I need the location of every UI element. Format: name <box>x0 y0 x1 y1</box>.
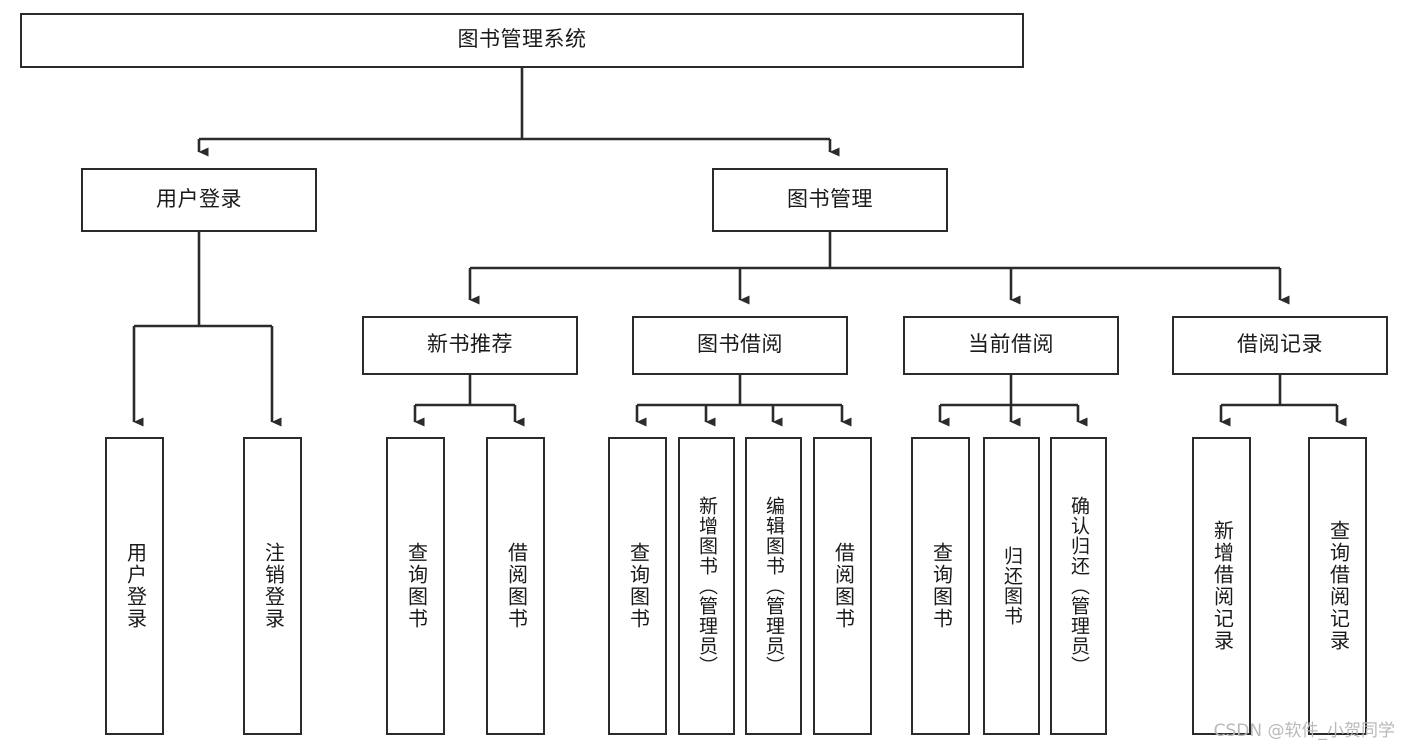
leaf-add-borrow-record-label: 新增借阅记录 <box>1210 520 1233 652</box>
leaf-user-login[interactable]: 用户登录 <box>105 437 164 735</box>
edge-bookborrow-to-leaves <box>635 375 852 427</box>
leaf-query-borrow-record-label: 查询借阅记录 <box>1326 520 1349 652</box>
leaf-logout-login[interactable]: 注销登录 <box>243 437 302 735</box>
node-current-borrow[interactable]: 当前借阅 <box>903 316 1119 375</box>
leaf-edit-book-admin[interactable]: 编辑图书（管理员） <box>745 437 802 735</box>
node-root-label: 图书管理系统 <box>457 28 587 52</box>
node-borrow-record-label: 借阅记录 <box>1237 333 1323 357</box>
node-book-manage[interactable]: 图书管理 <box>712 168 948 232</box>
edge-userlogin-to-leaves <box>132 232 282 427</box>
leaf-borrow-book-rec[interactable]: 借阅图书 <box>486 437 545 735</box>
node-book-manage-label: 图书管理 <box>787 187 873 211</box>
leaf-borrow-book-rec-label: 借阅图书 <box>504 542 527 630</box>
node-new-book-recommend[interactable]: 新书推荐 <box>362 316 578 375</box>
leaf-borrow-book[interactable]: 借阅图书 <box>813 437 872 735</box>
edge-bookmanage-to-level3 <box>468 232 1290 305</box>
node-user-login-label: 用户登录 <box>156 187 242 211</box>
csdn-watermark: CSDN @软件_小贺同学 <box>1213 721 1395 741</box>
leaf-add-book-admin[interactable]: 新增图书（管理员） <box>678 437 735 735</box>
edge-borrowrecord-to-leaves <box>1219 375 1347 427</box>
leaf-return-book[interactable]: 归还图书 <box>983 437 1040 735</box>
leaf-return-book-label: 归还图书 <box>1001 546 1022 626</box>
leaf-query-borrow-record[interactable]: 查询借阅记录 <box>1308 437 1367 735</box>
node-new-book-recommend-label: 新书推荐 <box>427 333 513 357</box>
leaf-confirm-return-admin-label: 确认归还（管理员） <box>1068 496 1089 676</box>
node-borrow-record[interactable]: 借阅记录 <box>1172 316 1388 375</box>
leaf-logout-login-label: 注销登录 <box>261 542 284 630</box>
leaf-query-book-borrow[interactable]: 查询图书 <box>608 437 667 735</box>
node-current-borrow-label: 当前借阅 <box>968 333 1054 357</box>
leaf-add-borrow-record[interactable]: 新增借阅记录 <box>1192 437 1251 735</box>
leaf-query-book-rec-label: 查询图书 <box>404 542 427 630</box>
edge-newbook-to-leaves <box>413 375 525 427</box>
leaf-query-book-current[interactable]: 查询图书 <box>911 437 970 735</box>
node-root[interactable]: 图书管理系统 <box>20 13 1024 68</box>
leaf-confirm-return-admin[interactable]: 确认归还（管理员） <box>1050 437 1107 735</box>
edge-currentborrow-to-leaves <box>938 375 1088 427</box>
node-book-borrow[interactable]: 图书借阅 <box>632 316 848 375</box>
node-user-login[interactable]: 用户登录 <box>81 168 317 232</box>
node-book-borrow-label: 图书借阅 <box>697 333 783 357</box>
leaf-borrow-book-label: 借阅图书 <box>831 542 854 630</box>
leaf-add-book-admin-label: 新增图书（管理员） <box>696 496 717 676</box>
edge-root-to-level2 <box>197 68 840 157</box>
leaf-edit-book-admin-label: 编辑图书（管理员） <box>763 496 784 676</box>
leaf-query-book-current-label: 查询图书 <box>929 542 952 630</box>
leaf-query-book-borrow-label: 查询图书 <box>626 542 649 630</box>
leaf-user-login-label: 用户登录 <box>123 542 146 630</box>
leaf-query-book-rec[interactable]: 查询图书 <box>386 437 445 735</box>
